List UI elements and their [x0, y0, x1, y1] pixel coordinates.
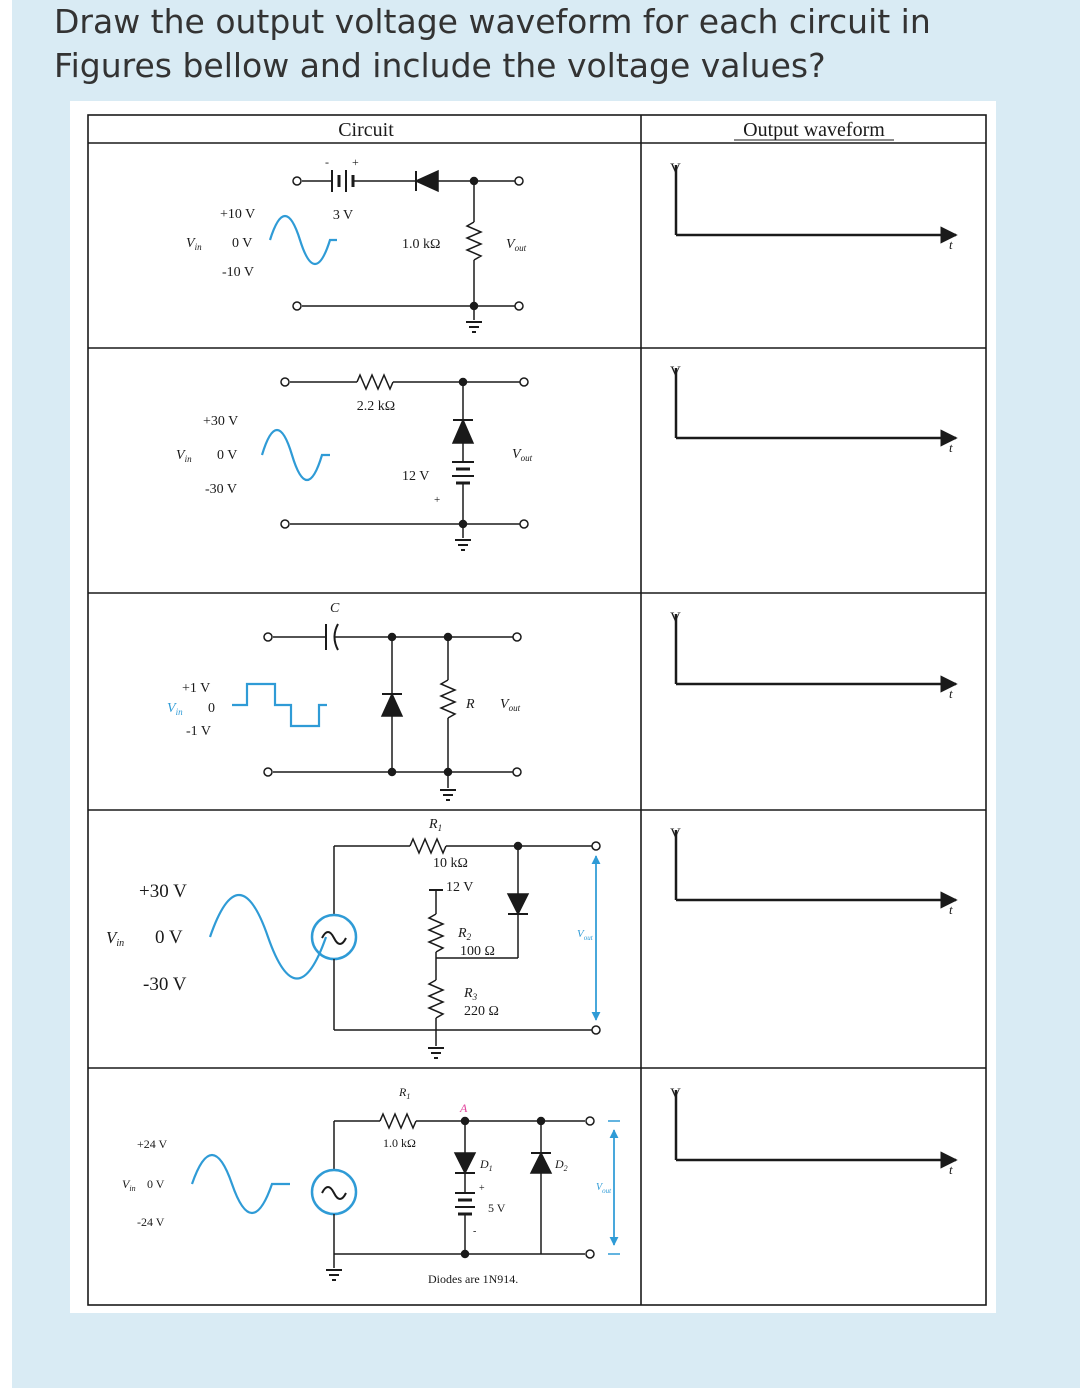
circuit-column-header: Circuit	[338, 119, 394, 141]
r2-label: R2	[457, 926, 472, 942]
r1-value: 10 kΩ	[433, 856, 468, 871]
circuit-4	[208, 837, 601, 1059]
vout-label: Vout	[596, 1182, 612, 1195]
output-axes-1: V t	[670, 161, 956, 252]
circuit-1-labels: +10 V 0 V -10 V Vin - + 3 V 1.0 kΩ Vout	[186, 155, 527, 280]
battery-plus: +	[352, 155, 359, 169]
y-axis-label: V	[670, 161, 681, 177]
amplitude-positive: +24 V	[137, 1137, 168, 1151]
x-axis-label: t	[949, 902, 953, 917]
d2-label: D2	[554, 1157, 568, 1173]
amplitude-positive: +1 V	[182, 681, 210, 696]
battery-minus: -	[325, 155, 329, 169]
node-a-label: A	[459, 1101, 468, 1115]
vout-label: Vout	[577, 928, 594, 942]
battery-value: 3 V	[333, 208, 353, 223]
r1-label: R1	[428, 817, 442, 833]
circuit-2	[260, 373, 529, 551]
circuit-table-svg: Circuit Output waveform V t V t V t V t …	[87, 114, 987, 1306]
amplitude-zero: 0 V	[155, 927, 183, 948]
amplitude-positive: +10 V	[220, 207, 255, 222]
vin-label: Vin	[122, 1177, 136, 1193]
amplitude-negative: -10 V	[222, 265, 254, 280]
amplitude-negative: -1 V	[186, 724, 211, 739]
battery-plus: +	[434, 494, 440, 506]
vout-label: Vout	[506, 237, 527, 253]
battery-minus: -	[473, 1226, 476, 1237]
output-axes-2: V t	[670, 364, 956, 455]
r3-value: 220 Ω	[464, 1004, 499, 1019]
d1-label: D1	[479, 1157, 493, 1173]
resistor-value: 2.2 kΩ	[357, 399, 395, 414]
amplitude-zero: 0 V	[217, 448, 237, 463]
x-axis-label: t	[949, 686, 953, 701]
amplitude-zero: 0 V	[147, 1177, 165, 1191]
r1-value: 1.0 kΩ	[383, 1136, 416, 1150]
battery-plus: +	[479, 1183, 485, 1194]
output-column-header: Output waveform	[743, 119, 885, 141]
output-axes-4: V t	[670, 826, 956, 917]
resistor-label: R	[465, 697, 475, 712]
circuit-4-labels: +30 V 0 V -30 V Vin R1 10 kΩ 12 V R2 100…	[106, 817, 594, 1019]
x-axis-label: t	[949, 1162, 953, 1177]
question-text: Draw the output voltage waveform for eac…	[54, 0, 1054, 88]
circuit-5-labels: +24 V 0 V -24 V Vin R1 1.0 kΩ A D1 D2 + …	[122, 1085, 612, 1286]
amplitude-negative: -30 V	[205, 482, 237, 497]
circuit-figure: Circuit Output waveform V t V t V t V t …	[70, 101, 996, 1313]
vout-label: Vout	[512, 447, 533, 463]
amplitude-negative: -24 V	[137, 1215, 165, 1229]
y-axis-label: V	[670, 610, 681, 626]
x-axis-label: t	[949, 440, 953, 455]
amplitude-positive: +30 V	[203, 414, 238, 429]
circuit-3	[232, 623, 522, 801]
battery-value: 12 V	[446, 880, 473, 895]
resistor-value: 1.0 kΩ	[402, 237, 440, 252]
circuit-3-labels: +1 V 0 -1 V Vin C R Vout	[167, 601, 521, 739]
output-axes-5: V t	[670, 1086, 956, 1177]
vin-label: Vin	[167, 701, 183, 717]
amplitude-negative: -30 V	[143, 974, 187, 995]
r2-value: 100 Ω	[460, 944, 495, 959]
battery-value: 12 V	[402, 469, 429, 484]
vin-label: Vin	[176, 448, 192, 464]
question-line-1: Draw the output voltage waveform for eac…	[54, 2, 931, 41]
capacitor-label: C	[330, 601, 340, 616]
circuit-1	[268, 169, 524, 333]
vout-label: Vout	[500, 697, 521, 713]
diode-note: Diodes are 1N914.	[428, 1272, 518, 1286]
output-axes-3: V t	[670, 610, 956, 701]
x-axis-label: t	[949, 237, 953, 252]
amplitude-positive: +30 V	[139, 881, 187, 902]
circuit-5	[190, 1112, 620, 1281]
y-axis-label: V	[670, 1086, 681, 1102]
battery-value: 5 V	[488, 1201, 506, 1215]
y-axis-label: V	[670, 826, 681, 842]
question-line-2: Figures bellow and include the voltage v…	[54, 46, 826, 85]
vin-label: Vin	[186, 236, 202, 252]
amplitude-zero: 0 V	[232, 236, 252, 251]
r1-label: R1	[398, 1085, 410, 1101]
circuit-2-labels: +30 V 0 V -30 V Vin 2.2 kΩ 12 V + Vout	[176, 399, 533, 506]
table-frame	[87, 114, 987, 1306]
vin-label: Vin	[106, 928, 124, 949]
y-axis-label: V	[670, 364, 681, 380]
r3-label: R3	[463, 986, 478, 1002]
amplitude-zero: 0	[208, 701, 215, 716]
